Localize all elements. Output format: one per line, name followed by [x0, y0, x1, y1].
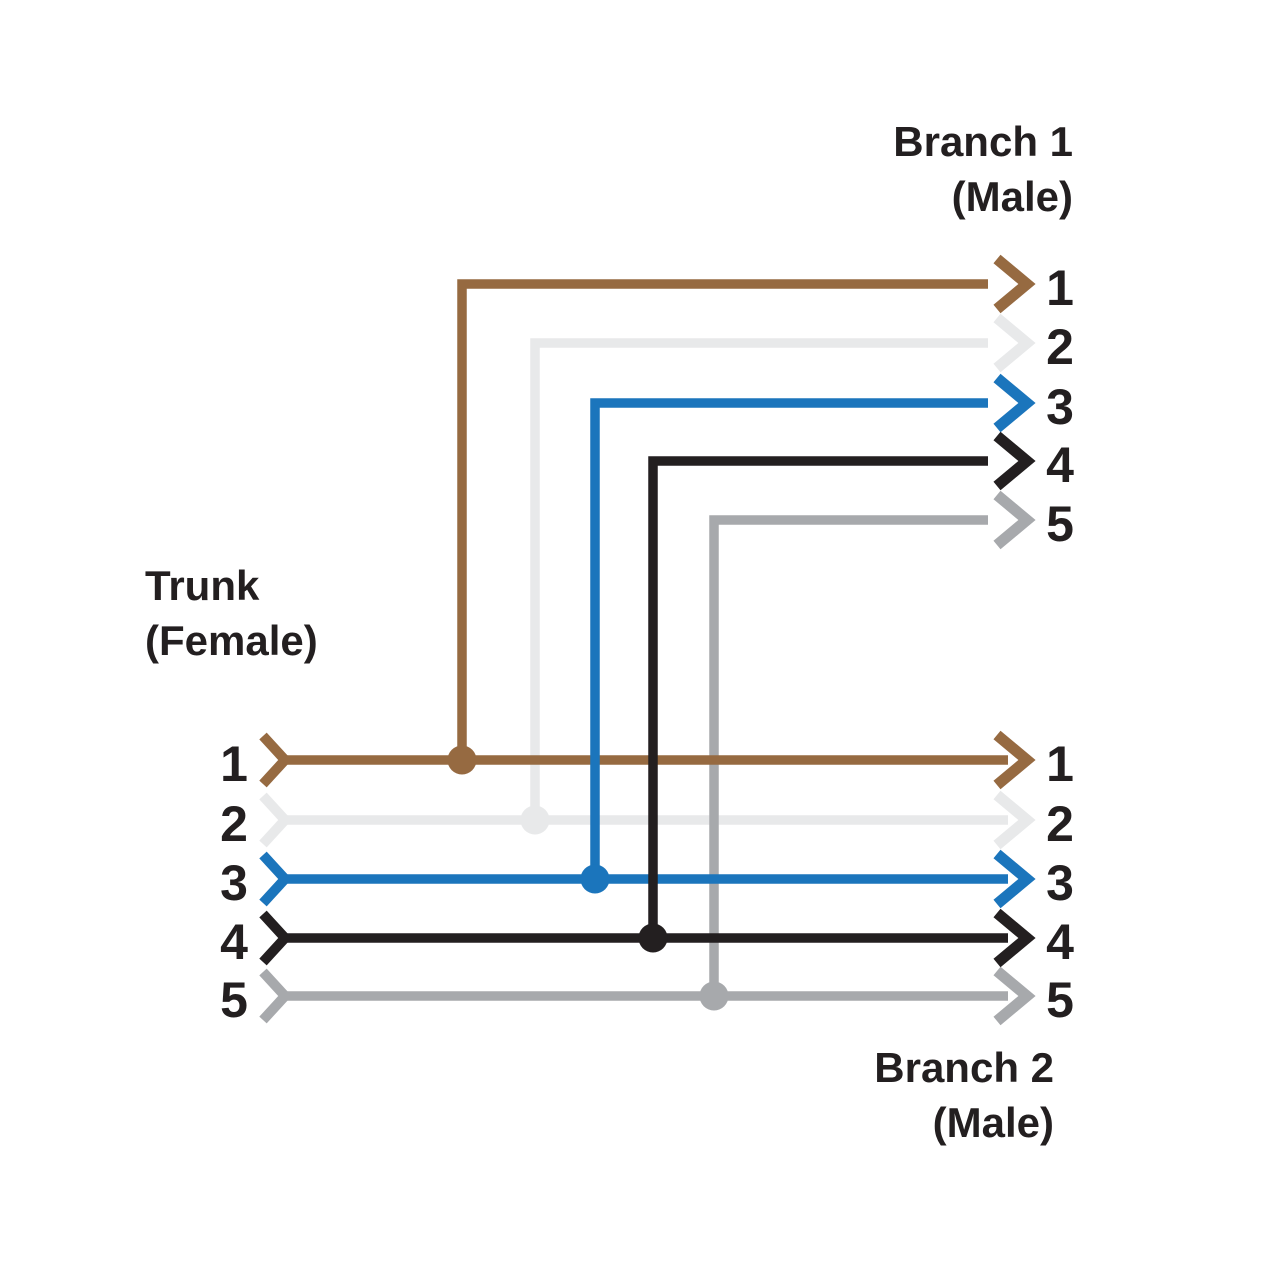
- branch1-arrow-icon-brown: [993, 254, 1036, 314]
- branch1-pin-number-5: 5: [1046, 496, 1074, 552]
- trunk-pin-number-2: 2: [220, 796, 248, 852]
- wire-black: [259, 431, 1036, 968]
- branch1-line-gray: [709, 515, 988, 996]
- branch2-arrow-icon-white: [993, 790, 1036, 850]
- branch1-arrow-icon-black: [993, 431, 1036, 491]
- branch1-pin-number-3: 3: [1046, 379, 1074, 435]
- branch2-arrow-icon-gray: [993, 966, 1036, 1026]
- trunk-label: Trunk (Female): [145, 558, 318, 668]
- trunk-pin-number-1: 1: [220, 736, 248, 792]
- branch1-pin-number-2: 2: [1046, 319, 1074, 375]
- junction-dot-gray: [699, 981, 729, 1011]
- branch2-gender: (Male): [932, 1099, 1054, 1146]
- branch2-pin-number-3: 3: [1046, 855, 1074, 911]
- branch1-pin-number-4: 4: [1046, 437, 1074, 493]
- trunk-arrow-icon-brown: [259, 732, 292, 788]
- branch1-arrow-icon-gray: [993, 490, 1036, 550]
- junction-dot-white: [520, 805, 550, 835]
- trunk-gender: (Female): [145, 617, 318, 664]
- branch2-arrow-icon-blue: [993, 849, 1036, 909]
- branch1-name: Branch 1: [893, 118, 1073, 165]
- wire-blue: [259, 373, 1036, 909]
- trunk-arrow-icon-black: [259, 910, 292, 966]
- trunk-name: Trunk: [145, 562, 260, 609]
- branch1-pin-number-1: 1: [1046, 260, 1074, 316]
- branch2-arrow-icon-black: [993, 908, 1036, 968]
- branch1-line-black: [648, 456, 988, 938]
- junction-dot-brown: [447, 745, 477, 775]
- trunk-arrow-icon-blue: [259, 851, 292, 907]
- branch2-label: Branch 2 (Male): [874, 1040, 1054, 1150]
- junction-dot-blue: [580, 864, 610, 894]
- junction-dot-black: [638, 923, 668, 953]
- branch1-line-blue: [590, 398, 988, 879]
- wire-gray: [259, 490, 1036, 1026]
- branch1-line-white: [530, 338, 988, 820]
- branch1-arrow-icon-white: [993, 313, 1036, 373]
- branch1-label: Branch 1 (Male): [893, 114, 1073, 224]
- trunk-pin-number-5: 5: [220, 972, 248, 1028]
- branch2-pin-number-2: 2: [1046, 796, 1074, 852]
- branch2-pin-number-4: 4: [1046, 914, 1074, 970]
- wire-white: [259, 313, 1036, 850]
- trunk-pin-number-3: 3: [220, 855, 248, 911]
- branch1-gender: (Male): [951, 173, 1073, 220]
- branch1-line-brown: [457, 279, 988, 760]
- trunk-arrow-icon-white: [259, 792, 292, 848]
- trunk-pin-number-4: 4: [220, 914, 248, 970]
- trunk-arrow-icon-gray: [259, 968, 292, 1024]
- branch1-arrow-icon-blue: [993, 373, 1036, 433]
- branch2-pin-number-1: 1: [1046, 736, 1074, 792]
- branch2-arrow-icon-brown: [993, 730, 1036, 790]
- branch2-name: Branch 2: [874, 1044, 1054, 1091]
- wire-brown: [259, 254, 1036, 790]
- branch2-pin-number-5: 5: [1046, 972, 1074, 1028]
